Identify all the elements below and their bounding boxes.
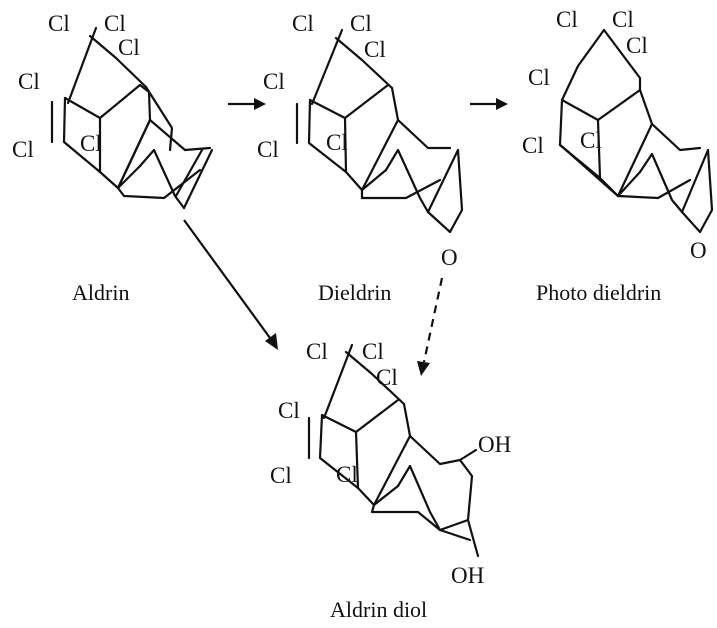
atom-label: Cl [48, 11, 70, 36]
atom-label: O [441, 245, 458, 270]
caption-aldrin: Aldrin [72, 280, 129, 305]
dieldrin-structure: Cl Cl Cl Cl Cl Cl O [257, 11, 464, 270]
bond [438, 528, 472, 542]
bond [426, 148, 460, 214]
aldrin-structure: Cl Cl Cl Cl Cl Cl [12, 11, 214, 210]
aldrin-diol-structure: Cl Cl Cl Cl Cl Cl OH OH [270, 339, 511, 588]
bond [62, 96, 102, 174]
bond [344, 350, 406, 406]
atom-label: Cl [18, 69, 40, 94]
bond [384, 148, 430, 214]
bond [650, 122, 702, 152]
bond [372, 484, 400, 507]
atom-label: Cl [306, 339, 328, 364]
bond [88, 34, 148, 89]
bond [458, 448, 478, 462]
bond [354, 430, 376, 507]
atom-label: Cl [376, 365, 398, 390]
caption-dieldrin: Dieldrin [318, 280, 391, 305]
bond [334, 36, 394, 90]
bond [616, 88, 654, 198]
arrow-aldrin-to-dieldrin [228, 98, 266, 110]
arrow-dieldrin-to-aldrindiol-dashed [417, 277, 444, 376]
photodieldrin-structure: Cl Cl Cl Cl Cl Cl O [522, 7, 714, 263]
atom-label: Cl [528, 65, 550, 90]
atom-label: OH [451, 563, 484, 588]
atom-label: Cl [364, 37, 386, 62]
atom-label: Cl [556, 7, 578, 32]
atom-label: Cl [12, 137, 34, 162]
bond [438, 458, 474, 532]
bond [322, 343, 354, 420]
atom-label: Cl [612, 7, 634, 32]
atom-label: Cl [278, 398, 300, 423]
bond [638, 152, 684, 214]
bond [360, 168, 388, 192]
bond [560, 28, 606, 102]
bond [148, 118, 212, 152]
reaction-arrows [183, 98, 508, 376]
atom-label: Cl [350, 11, 372, 36]
bond [318, 413, 360, 490]
atom-label: Cl [626, 33, 648, 58]
caption-photodieldrin: Photo dieldrin [536, 280, 661, 305]
bond [343, 116, 364, 192]
bond [680, 148, 714, 234]
bond [320, 398, 400, 434]
bond [138, 148, 186, 210]
bond [680, 148, 710, 214]
arrow-dieldrin-to-photodieldrin [470, 98, 508, 110]
caption-aldrin-diol: Aldrin diol [330, 597, 427, 622]
atom-label: Cl [292, 11, 314, 36]
atom-label: Cl [263, 69, 285, 94]
atom-label: O [690, 238, 707, 263]
atom-label: Cl [326, 130, 348, 155]
bond [98, 116, 120, 190]
bond [116, 164, 142, 190]
atom-label: Cl [80, 131, 102, 156]
atom-label: Cl [104, 11, 126, 36]
bond [182, 148, 214, 210]
bond [144, 85, 174, 152]
bond [396, 464, 442, 532]
atom-label: Cl [522, 133, 544, 158]
atom-label: Cl [270, 463, 292, 488]
bond [308, 83, 390, 120]
atom-label: Cl [257, 137, 279, 162]
bond [370, 503, 442, 532]
bond [307, 98, 348, 174]
atom-label: Cl [362, 339, 384, 364]
arrow-aldrin-to-aldrindiol [183, 219, 278, 350]
bond [602, 28, 642, 92]
bond [116, 118, 152, 190]
bond [408, 434, 462, 466]
atom-label: Cl [580, 128, 602, 153]
bond [560, 88, 642, 122]
bond [174, 148, 204, 198]
bond [426, 148, 464, 234]
bond [616, 170, 642, 198]
bond [310, 28, 344, 106]
atom-label: OH [478, 432, 511, 457]
atom-label: Cl [336, 462, 358, 487]
bond [396, 118, 452, 150]
bond [466, 518, 480, 558]
bond [63, 83, 142, 120]
bond [360, 178, 442, 200]
atom-label: Cl [118, 35, 140, 60]
bond [66, 26, 98, 105]
